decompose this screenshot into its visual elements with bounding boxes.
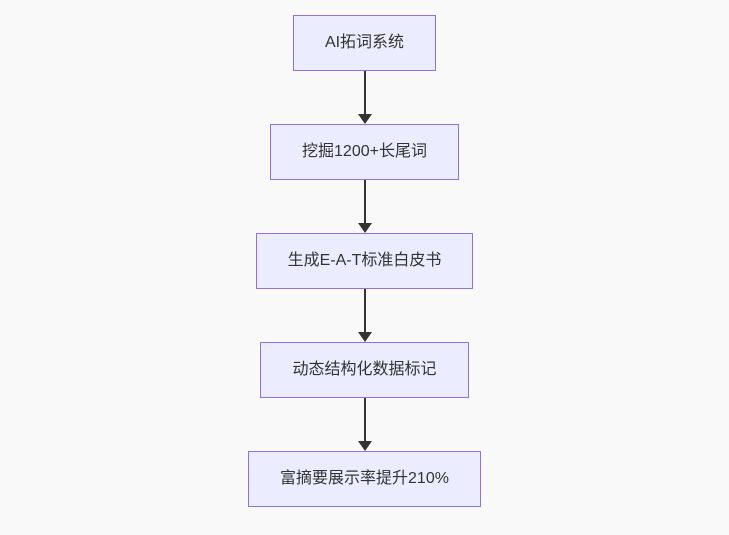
node-label: AI拓词系统 — [324, 34, 405, 51]
arrow-shaft — [363, 289, 366, 332]
flowchart-node-eat-whitepaper: 生成E-A-T标准白皮书 — [255, 233, 474, 289]
flow-arrow-3 — [357, 289, 372, 342]
flowchart-node-ai-keyword-system: AI拓词系统 — [292, 15, 437, 71]
flow-arrow-2 — [357, 180, 372, 233]
node-label: 富摘要展示率提升210% — [280, 470, 449, 487]
flow-arrow-4 — [357, 398, 372, 451]
flowchart-node-rich-snippet-uplift: 富摘要展示率提升210% — [248, 451, 481, 507]
arrow-shaft — [363, 71, 366, 114]
flowchart-node-structured-data-markup: 动态结构化数据标记 — [260, 342, 469, 398]
arrowhead-icon — [357, 223, 372, 233]
flow-arrow-1 — [357, 71, 372, 124]
arrowhead-icon — [357, 441, 372, 451]
node-label: 挖掘1200+长尾词 — [302, 143, 427, 160]
arrowhead-icon — [357, 114, 372, 124]
node-label: 动态结构化数据标记 — [292, 361, 437, 378]
arrow-shaft — [363, 398, 366, 441]
node-label: 生成E-A-T标准白皮书 — [287, 252, 442, 269]
arrow-shaft — [363, 180, 366, 223]
flowchart-node-longtail-mining: 挖掘1200+长尾词 — [270, 124, 459, 180]
arrowhead-icon — [357, 332, 372, 342]
